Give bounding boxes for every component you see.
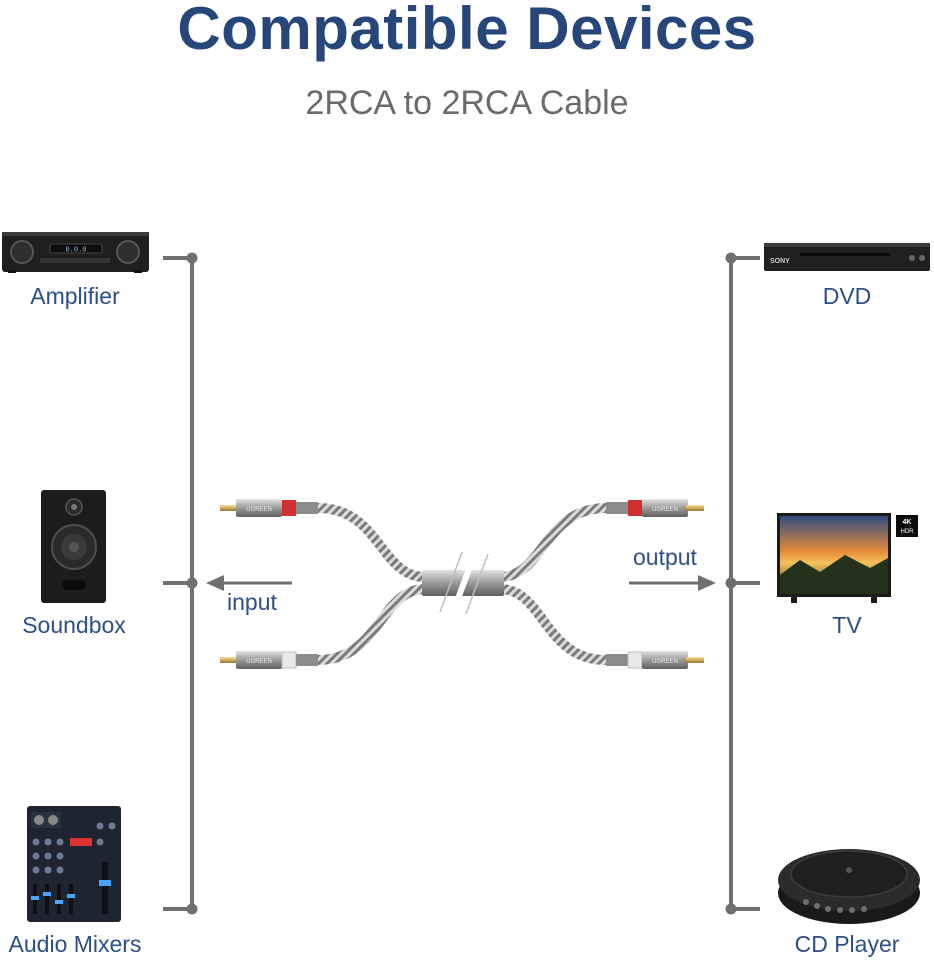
device-label-cd-player: CD Player <box>794 931 900 957</box>
left-plug-red: UGREEN <box>220 499 318 517</box>
input-arrow <box>206 575 292 591</box>
tv-badge-top: 4K <box>903 519 912 526</box>
speaker-icon <box>41 490 106 603</box>
dvd-player-icon: SONY <box>764 243 930 271</box>
device-label-soundbox: Soundbox <box>22 612 126 638</box>
output-label: output <box>633 544 697 570</box>
right-plug-red: UGREEN <box>606 499 704 517</box>
rca-cable <box>313 503 611 665</box>
tv-icon: 4K HDR <box>777 513 918 603</box>
amplifier-display: 0.0.0 <box>65 247 86 255</box>
page-subtitle: 2RCA to 2RCA Cable <box>305 84 629 122</box>
mixer-icon <box>27 806 121 922</box>
plug-brand: UGREEN <box>246 659 272 665</box>
output-arrow <box>629 575 716 591</box>
right-plug-white: UGREEN <box>606 651 704 669</box>
amplifier-icon: 0.0.0 <box>2 232 149 273</box>
plug-brand: UGREEN <box>652 659 678 665</box>
tv-badge-bottom: HDR <box>901 529 915 535</box>
input-bracket <box>163 252 198 915</box>
device-label-audio-mixers: Audio Mixers <box>8 931 142 957</box>
page-title: Compatible Devices <box>177 0 757 62</box>
input-label: input <box>227 589 277 615</box>
device-label-tv: TV <box>832 612 862 638</box>
output-bracket <box>725 252 760 915</box>
cd-player-icon <box>778 849 920 924</box>
device-label-dvd: DVD <box>822 283 872 309</box>
plug-brand: UGREEN <box>652 507 678 513</box>
plug-brand: UGREEN <box>246 507 272 513</box>
dvd-brand: SONY <box>770 258 790 265</box>
device-label-amplifier: Amplifier <box>30 283 120 309</box>
left-plug-white: UGREEN <box>220 651 318 669</box>
